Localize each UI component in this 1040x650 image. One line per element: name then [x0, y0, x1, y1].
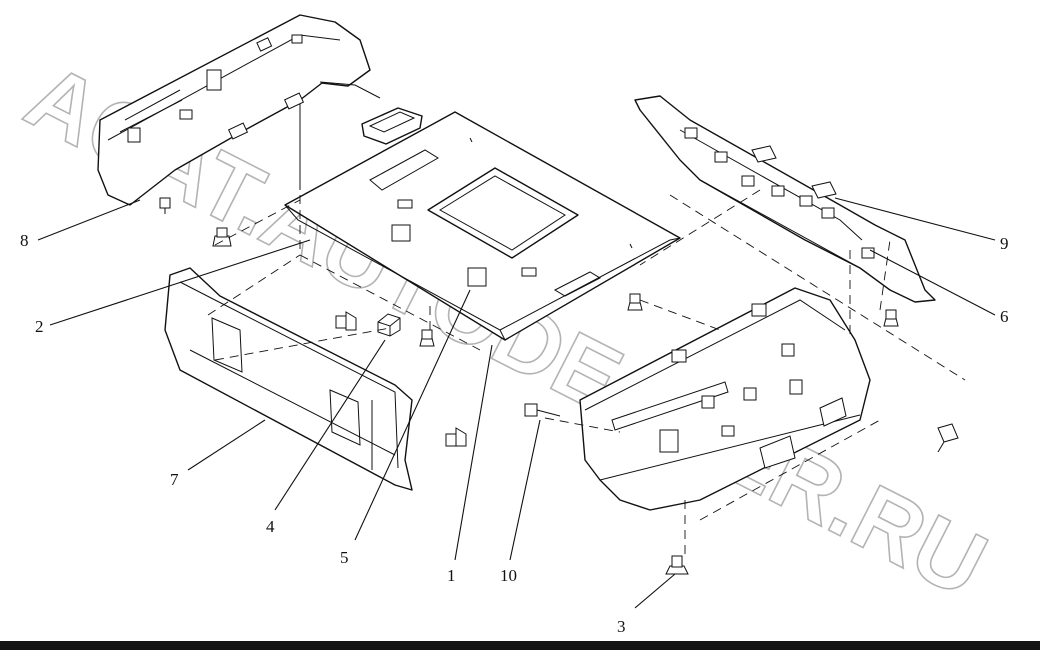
callout-2: 2	[35, 317, 44, 336]
roof-handle	[361, 107, 423, 145]
screw-bottom-right	[937, 423, 959, 453]
part-8-left-upper-trim	[97, 14, 381, 206]
clip-below-part-1	[419, 329, 435, 347]
leader-lines	[37, 197, 996, 609]
callout-3: 3	[617, 617, 626, 636]
part-1-roof-headliner	[284, 111, 681, 341]
part-6-clip	[883, 309, 899, 327]
part-10-screw	[524, 403, 561, 417]
callout-10: 10	[500, 566, 517, 585]
callout-8: 8	[20, 231, 29, 250]
callout-5: 5	[340, 548, 349, 567]
callout-9: 9	[1000, 234, 1009, 253]
part-7-lower-trim-panel	[164, 267, 413, 491]
right-lower-trim-panel	[579, 287, 871, 511]
screw-near-part-7-bottom	[445, 427, 467, 447]
part-9-right-upper-trim	[634, 95, 936, 303]
callout-1: 1	[447, 566, 456, 585]
callout-6: 6	[1000, 307, 1009, 326]
bottom-bar	[0, 641, 1040, 650]
part-3-clip	[665, 555, 689, 575]
callout-7: 7	[170, 470, 179, 489]
callout-4: 4	[266, 517, 275, 536]
clip-near-part-1-right	[627, 293, 643, 311]
part-4-nut	[377, 313, 401, 337]
part-2-fastener	[159, 197, 171, 214]
callout-labels: 8 2 7 4 5 1 10 3 6 9	[20, 231, 1009, 636]
screw-near-part-7-top	[335, 311, 357, 331]
